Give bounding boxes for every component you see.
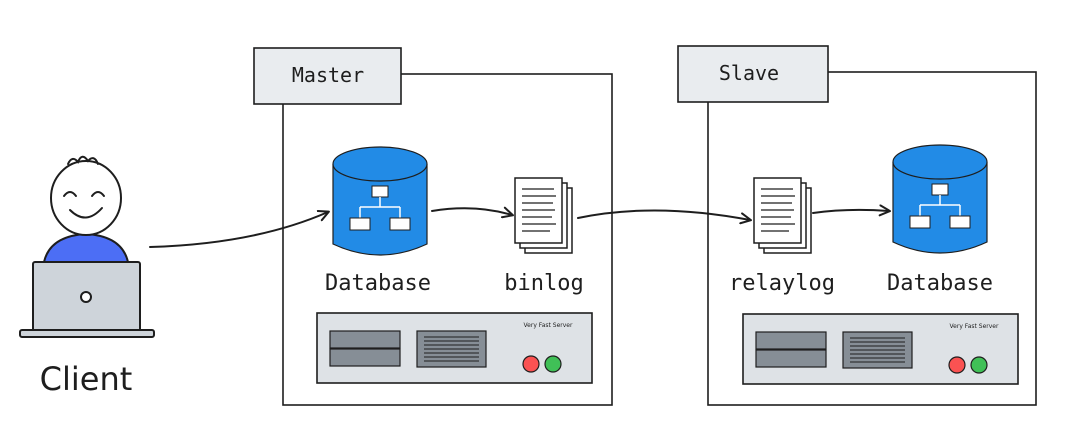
master-database-label: Database: [325, 271, 431, 296]
slave-database-icon: [892, 144, 988, 254]
master-group: Master Database binl: [253, 47, 613, 406]
slave-title: Slave: [719, 61, 779, 85]
master-green-led: [544, 355, 562, 373]
slave-container: [707, 71, 1037, 406]
binlog-label: binlog: [504, 271, 583, 296]
relaylog-label: relaylog: [729, 271, 835, 296]
master-database-icon: [332, 146, 428, 256]
slave-database-label: Database: [887, 271, 993, 296]
master-container: [282, 73, 613, 406]
slave-group: Slave relaylog Database: [677, 45, 1037, 406]
person-icon: [50, 155, 122, 236]
person-body: [43, 233, 129, 263]
slave-red-led: [948, 356, 966, 374]
master-title-tab: [253, 47, 402, 105]
arrow-db-to-binlog: [431, 206, 514, 219]
slave-server-icon: Very Fast Server: [742, 313, 1019, 385]
client-label: Client: [40, 360, 133, 398]
client-node: Client: [19, 155, 155, 398]
slave-server-label: Very Fast Server: [950, 323, 999, 330]
laptop-icon: [19, 261, 155, 338]
master-server-icon: Very Fast Server: [316, 312, 593, 384]
arrow-binlog-to-relaylog: [577, 209, 752, 225]
slave-green-led: [970, 356, 988, 374]
relaylog-document-icon: [753, 177, 812, 254]
arrow-relaylog-to-slave-db: [812, 204, 891, 217]
binlog-document-icon: [514, 177, 573, 254]
master-server-label: Very Fast Server: [524, 322, 573, 329]
arrow-client-to-master-db: [149, 210, 330, 248]
master-title: Master: [292, 63, 364, 87]
slave-title-tab: [677, 45, 829, 103]
master-red-led: [522, 355, 540, 373]
